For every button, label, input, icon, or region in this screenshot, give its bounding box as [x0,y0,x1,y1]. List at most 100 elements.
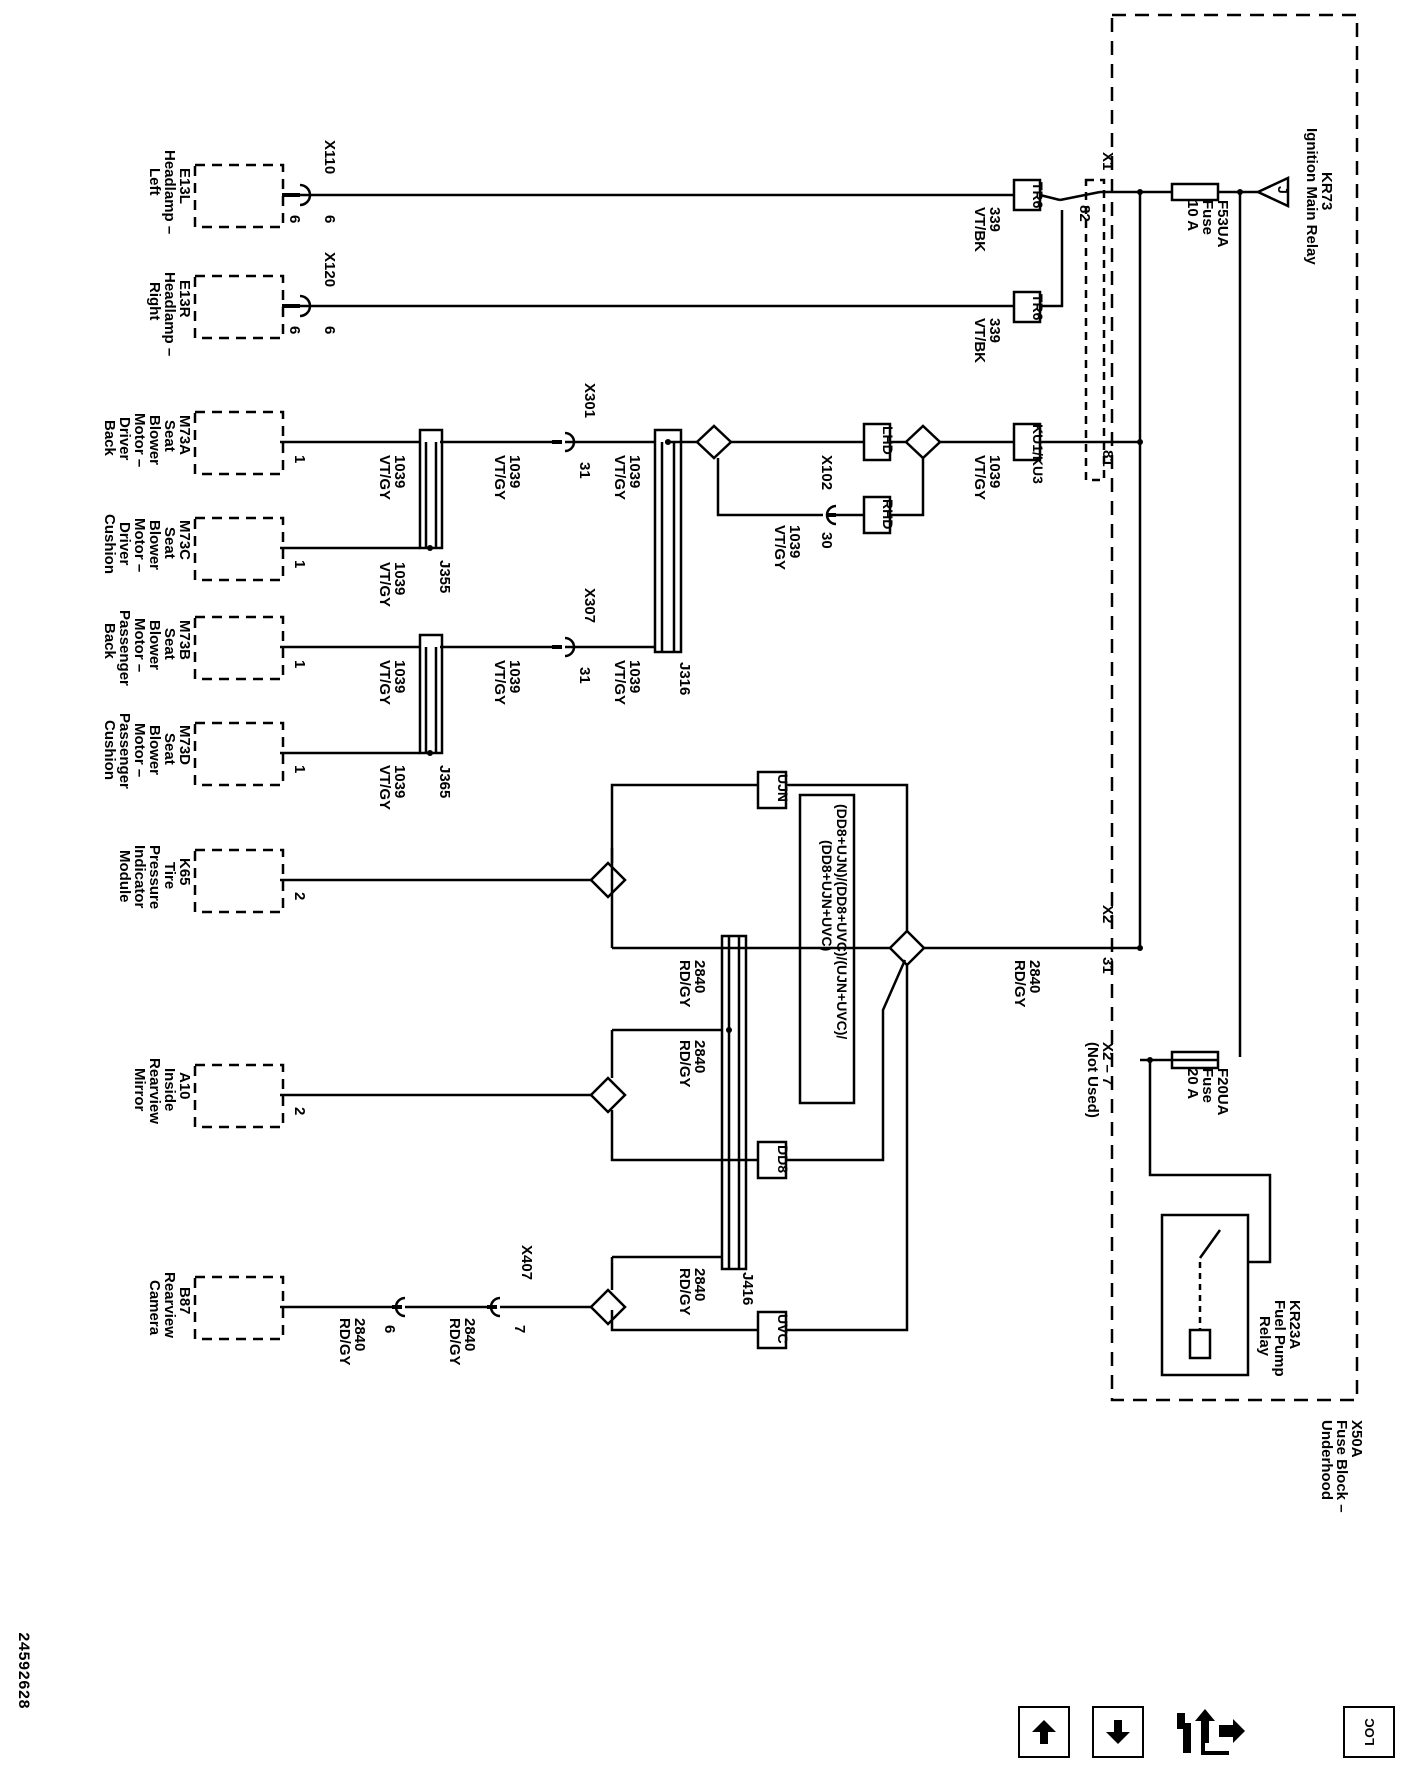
relay-main-pin: J [1275,186,1291,194]
connector-x110-pin: 6 [321,215,338,223]
wire-1039-color-1: VT/GY [971,455,988,500]
fuse-f53-name: F53UA [1214,200,1231,248]
wire-1039-color-3: VT/GY [611,455,628,500]
relay-main-name: KR73 [1318,172,1335,210]
wire-1039-color-5: VT/GY [376,455,393,500]
diagram-id: 24592628 [14,1632,32,1709]
m73b-desc-5: Back [101,623,118,660]
wire-1039-color-10: VT/GY [376,765,393,810]
a10-desc-3: Mirror [131,1068,148,1112]
fuse-f53-desc: Fuse [1199,200,1216,235]
splice-j355 [418,428,444,550]
component-m73b-box [193,615,285,681]
option-uvc-label: UVC [775,1314,791,1344]
option-ku-label: KU1/KU3 [1030,424,1046,484]
connector-x120-pin: 6 [321,326,338,334]
component-locator-button[interactable] [1168,1702,1260,1760]
m73d-desc-1: Seat [161,733,178,765]
e13l-desc-1: Headlamp – [161,150,178,234]
option-rhd-label: RHD [880,499,896,529]
wire-1039-num-6: 1039 [391,562,408,595]
component-m73d-box [193,721,285,787]
m73b-desc-3: Motor – [131,618,148,672]
loc-button[interactable]: LOC [1343,1706,1395,1758]
m73d-desc-4: Passenger [116,713,133,789]
e13l-name: E13L [176,168,193,204]
m73d-desc-5: Cushion [101,720,118,780]
page-down-button[interactable] [1092,1706,1144,1758]
fuse-f20ua [1170,1050,1220,1070]
wire-1039-num-3: 1039 [626,455,643,488]
connector-x110: X110 [321,140,338,174]
m73d-desc-3: Motor – [131,723,148,777]
connector-x2-7: X2 – 7 [1099,1042,1116,1085]
wire-1039-color-2: VT/GY [771,525,788,570]
splice-diamond-a10 [589,1076,627,1114]
wire-1039-num-8: 1039 [506,660,523,693]
wire-339-color-2: VT/BK [971,318,988,363]
k65-pin: 2 [291,892,308,900]
lhd-rhd-diamond [904,424,942,460]
connector-not-used: (Not Used) [1084,1042,1101,1118]
a10-desc-1: Inside [161,1068,178,1111]
connector-x307-pin: 31 [576,667,593,684]
connector-x102-pin: 30 [818,532,835,549]
m73c-desc-5: Cushion [101,514,118,574]
m73b-pin: 1 [291,660,308,668]
combo-option-box [798,793,856,1105]
wrench-route-icon [1177,1709,1245,1755]
option-ujn [756,770,788,810]
m73a-desc-4: Driver [116,417,133,461]
wire-2840-color-4: RD/GY [676,1268,693,1316]
connector-x2-pin31: 31 [1099,957,1116,974]
component-e13l-box [193,163,285,229]
connector-x407: X407 [518,1245,535,1280]
k65-desc-1: Tire [161,862,178,889]
fuse-f20-name: F20UA [1214,1068,1231,1116]
wire-1039-num-9: 1039 [391,660,408,693]
fuse-block-desc-2: Underhood [1318,1420,1335,1500]
a10-name: A10 [176,1072,193,1100]
m73c-desc-1: Seat [161,527,178,559]
b87-desc-2: Camera [146,1280,163,1336]
option-tr6-right-label: TR6 [1030,294,1046,321]
connector-x2-label: X2 [1099,905,1116,923]
fuse-block-outline [1110,13,1359,1402]
fuse-f20-desc: Fuse [1199,1068,1216,1103]
a10-pin: 2 [291,1107,308,1115]
wire-2840-color-6: RD/GY [336,1318,353,1366]
wire-2840-color-5: RD/GY [446,1318,463,1366]
wire-2840-num-2: 2840 [691,960,708,993]
m73b-desc-4: Passenger [116,610,133,686]
m73c-desc-3: Motor – [131,518,148,572]
e13r-name: E13R [176,280,193,318]
component-a10-box [193,1063,285,1129]
connector-x407-pin: 7 [511,1325,528,1333]
wire-1039-color-7: VT/GY [611,660,628,705]
e13r-pin: 6 [286,326,303,334]
m73b-name: M73B [176,620,193,660]
m73c-pin: 1 [291,560,308,568]
page-up-button[interactable] [1018,1706,1070,1758]
m73b-desc-2: Blower [146,620,163,670]
wire-2840-color-2: RD/GY [676,960,693,1008]
m73d-name: M73D [176,725,193,765]
fuse-f20-rating: 20 A [1184,1068,1201,1099]
splice-diamond-b87 [589,1288,627,1326]
connector-x301: X301 [581,383,598,418]
splice-j365 [418,633,444,755]
splice-j416-label: J416 [739,1272,756,1305]
connector-x1-label: X1 [1099,152,1116,170]
connector-x307: X307 [581,588,598,623]
option-ujn-label: UJN [775,774,791,802]
m73a-desc-3: Motor – [131,413,148,467]
splice-j355-label: J355 [436,560,453,593]
b87-name: B87 [176,1287,193,1315]
m73c-desc-4: Driver [116,522,133,566]
k65-name: K65 [176,858,193,886]
splice-diamond-k65 [589,861,627,899]
option-combo-line-2: (DD8+UJN+UVC) [819,840,835,951]
relay-fuel-desc-2: Relay [1256,1316,1273,1357]
component-k65-box [193,848,285,914]
wire-1039-color-8: VT/GY [491,660,508,705]
